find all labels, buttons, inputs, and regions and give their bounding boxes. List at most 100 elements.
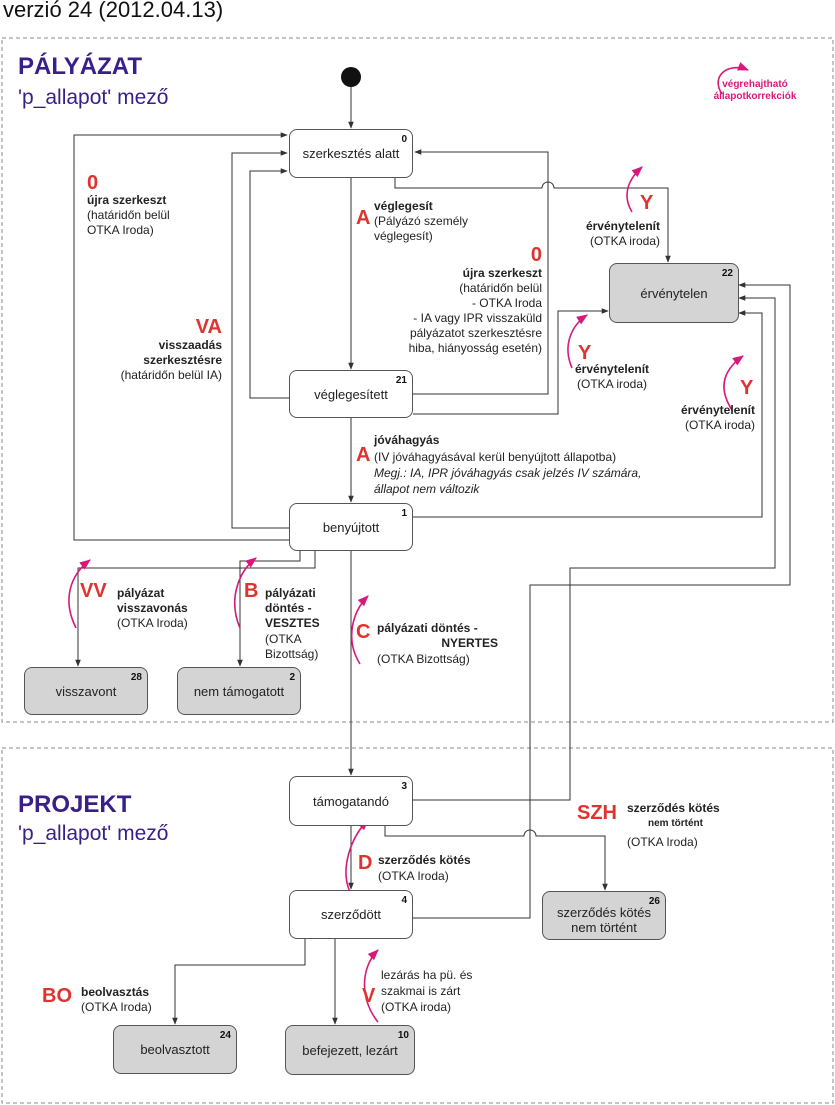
state-number: 3 xyxy=(401,781,407,792)
transition-note-ujra-mid: (határidőn belül xyxy=(459,281,542,295)
transition-note-jovahagyas: Megj.: IA, IPR jóváhagyás csak jelzés IV… xyxy=(374,466,642,480)
transition-note-ujra-mid: hiba, hiányosság esetén) xyxy=(408,341,542,355)
state-label: szerződés kötés nem történt xyxy=(557,904,651,935)
edge-s1-s2 xyxy=(237,551,301,667)
transition-note-v: lezárás ha pü. és xyxy=(381,968,473,982)
transition-title-szh: nem történt xyxy=(648,818,703,829)
transition-title-ervenytelenit-3: érvénytelenít xyxy=(680,403,755,417)
correction-arrow-s21-s22 xyxy=(567,314,588,369)
transition-title-szh: szerződés kötés xyxy=(627,801,720,815)
edge-s1-s0-va xyxy=(231,150,289,529)
state-number: 28 xyxy=(130,672,142,683)
transition-code-v: V xyxy=(362,985,376,1007)
transition-note-c: (OTKA Bizottság) xyxy=(377,652,470,666)
edge-s4-s24 xyxy=(172,939,306,1025)
transition-title-ervenytelenit-2: érvénytelenít xyxy=(575,362,650,376)
transition-code-ervenytelenit-1: Y xyxy=(640,192,654,214)
edge-s0-s22 xyxy=(394,178,671,263)
transition-title-d: szerződés kötés xyxy=(378,853,471,867)
transition-title-va: szerkesztésre xyxy=(143,353,222,367)
state-label: befejezett, lezárt xyxy=(302,1042,398,1058)
transition-note-szh: (OTKA Iroda) xyxy=(627,835,698,849)
transition-code-bo: BO xyxy=(42,985,72,1007)
transition-title-ervenytelenit-1: érvénytelenít xyxy=(585,219,660,233)
transition-note-b: (OTKA xyxy=(265,632,302,646)
transition-title-c: pályázati döntés - xyxy=(377,621,478,635)
state-label: szerződött xyxy=(321,907,381,922)
transition-note-ujra-mid: - IA vagy IPR visszaküld xyxy=(413,311,542,325)
transition-code-c: C xyxy=(356,621,371,643)
transition-code-veglegesit: A xyxy=(356,207,371,229)
transition-note-ujra-left: OTKA Iroda) xyxy=(87,223,154,237)
edge-s1-s0-ujra xyxy=(73,132,289,541)
state-number: 26 xyxy=(648,896,660,907)
transition-code-ervenytelenit-3: Y xyxy=(740,377,754,399)
correction-arrow-s1-s3 xyxy=(351,595,369,665)
edge-s3-s26 xyxy=(384,826,608,891)
edge-s21-s22 xyxy=(413,308,609,415)
correction-arrow-s4-s10 xyxy=(363,949,379,1023)
state-benyujtott[interactable]: benyújtott 1 xyxy=(289,503,413,551)
state-label: véglegesített xyxy=(314,386,388,402)
state-number: 1 xyxy=(401,508,407,519)
transition-code-vv: VV xyxy=(80,580,107,602)
legend-line2: állapotkorrekciók xyxy=(713,91,797,102)
transition-note-d: (OTKA Iroda) xyxy=(378,869,449,883)
state-label: visszavont xyxy=(55,683,117,699)
transition-title-veglegesit: véglegesít xyxy=(374,199,433,213)
transition-title-ujra-left: újra szerkeszt xyxy=(87,193,167,207)
correction-arrow-s1-s22 xyxy=(723,355,744,411)
transition-note-ervenytelenit-3: (OTKA iroda) xyxy=(684,418,755,432)
transition-note-ervenytelenit-1: (OTKA iroda) xyxy=(589,234,660,248)
transition-code-d: D xyxy=(358,852,373,874)
state-veglegesitett[interactable]: véglegesített 21 xyxy=(289,370,413,418)
transition-title-b: pályázati xyxy=(265,586,316,600)
edge-s21-s0-ujra xyxy=(413,149,549,395)
transition-title-bo: beolvasztás xyxy=(81,985,150,999)
transition-title-vv: visszavonás xyxy=(117,601,188,615)
state-tamogatando[interactable]: támogatandó 3 xyxy=(289,776,413,826)
transition-note-ujra-mid: - OTKA Iroda xyxy=(471,296,542,310)
edge-s3-s22 xyxy=(413,295,776,801)
state-label: szerkesztés alatt xyxy=(302,146,400,161)
state-label: beolvasztott xyxy=(140,1042,210,1057)
palyazat-section-title: PÁLYÁZAT xyxy=(18,53,143,80)
transition-title-jovahagyas: jóváhagyás xyxy=(374,433,440,447)
state-number: 0 xyxy=(401,134,407,145)
transition-code-ujra-left: 0 xyxy=(87,172,99,194)
state-number: 21 xyxy=(395,375,407,386)
legend-line1: végrehajtható xyxy=(722,79,788,90)
transition-code-ervenytelenit-2: Y xyxy=(578,342,592,364)
state-label: érvénytelen xyxy=(640,285,708,301)
transition-note-veglegesit: véglegesít) xyxy=(374,229,433,243)
transition-note-v: (OTKA iroda) xyxy=(381,1000,452,1014)
edge-s1-s28 xyxy=(75,551,316,667)
transition-title-vv: pályázat xyxy=(117,586,165,600)
state-label: támogatandó xyxy=(313,793,389,809)
transition-note-vv: (OTKA Iroda) xyxy=(117,616,188,630)
state-label: benyújtott xyxy=(322,519,380,535)
palyazat-section-subtitle: 'p_allapot' mező xyxy=(18,86,169,109)
state-visszavont[interactable]: visszavont 28 xyxy=(24,667,148,715)
transition-note-b: Bizottság) xyxy=(265,647,319,661)
correction-arrow-s0-s22 xyxy=(626,166,643,213)
transition-note-jovahagyas: (IV jóváhagyásával kerül benyújtott álla… xyxy=(374,450,617,464)
edge-s1-s22 xyxy=(413,310,763,518)
transition-note-ervenytelenit-2: (OTKA iroda) xyxy=(577,377,648,391)
transition-note-ujra-left: (határidőn belül xyxy=(87,208,170,222)
transition-note-v: szakmai is zárt xyxy=(381,984,461,998)
transition-title-va: visszaadás xyxy=(158,338,222,352)
state-label: nem támogatott xyxy=(193,683,285,699)
transition-title-c: NYERTES xyxy=(441,636,498,650)
transition-note-bo: (OTKA Iroda) xyxy=(81,1000,152,1014)
state-number: 10 xyxy=(397,1030,409,1041)
edge-s21-s0 xyxy=(249,168,289,399)
